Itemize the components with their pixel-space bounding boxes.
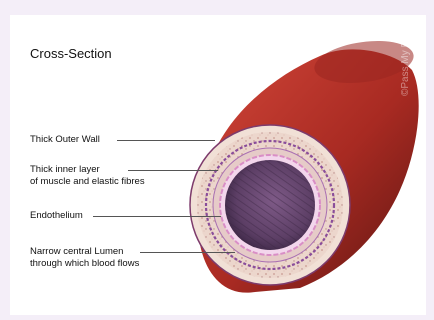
label-outer-wall-text: Thick Outer Wall xyxy=(30,134,100,145)
watermark: ©Pass My Exams xyxy=(400,17,411,96)
label-lumen: Narrow central Lumen through which blood… xyxy=(30,246,139,270)
leader-outer-wall xyxy=(117,140,215,141)
label-lumen-line1: Narrow central Lumen xyxy=(30,246,139,258)
label-inner-layer: Thick inner layer of muscle and elastic … xyxy=(30,164,145,188)
leader-endothelium xyxy=(93,216,221,217)
lumen-fibres xyxy=(225,160,315,250)
label-endothelium-text: Endothelium xyxy=(30,210,83,221)
label-endothelium: Endothelium xyxy=(30,210,83,222)
leader-inner-layer xyxy=(128,170,218,171)
label-lumen-line2: through which blood flows xyxy=(30,258,139,270)
leader-lumen xyxy=(140,252,235,253)
label-outer-wall: Thick Outer Wall xyxy=(30,134,100,146)
label-inner-layer-line2: of muscle and elastic fibres xyxy=(30,176,145,188)
diagram-title: Cross-Section xyxy=(30,46,112,61)
